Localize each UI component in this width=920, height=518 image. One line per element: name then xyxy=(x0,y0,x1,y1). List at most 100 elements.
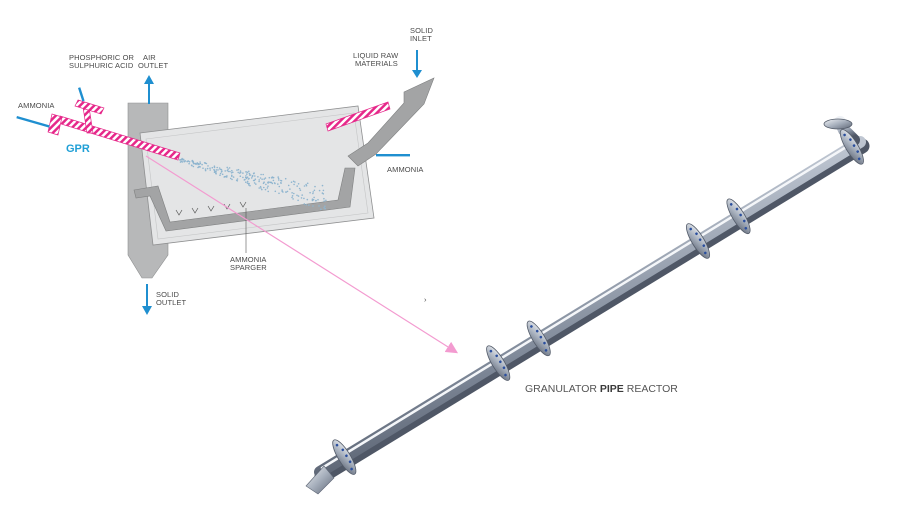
air-outlet-arrow xyxy=(144,75,154,104)
spray-dot xyxy=(239,175,242,177)
spray-dot xyxy=(264,177,267,179)
spray-dot xyxy=(296,194,298,197)
spray-dot xyxy=(284,177,287,180)
spray-dot xyxy=(313,189,316,192)
spray-dot xyxy=(235,179,238,182)
spray-dot xyxy=(191,160,194,162)
caption-part1: GRANULATOR xyxy=(525,383,600,395)
spray-dot xyxy=(187,160,190,162)
spray-dot xyxy=(223,176,225,178)
spray-dot xyxy=(249,184,251,187)
spray-dot xyxy=(243,179,246,181)
spray-dot xyxy=(245,175,247,177)
sparger-nozzles xyxy=(175,201,247,216)
spray-dot xyxy=(303,203,306,205)
pipe-reactor xyxy=(305,116,870,495)
spray-dot xyxy=(220,171,223,173)
spray-dot xyxy=(322,189,325,192)
spray-dot xyxy=(254,175,256,177)
pipe-flange xyxy=(839,129,864,165)
spray-dot xyxy=(261,188,263,191)
spray-dot xyxy=(253,179,256,182)
label-sparger-ammonia: AMMONIA xyxy=(230,255,267,264)
spray-dot xyxy=(192,165,195,168)
label-air: AIR xyxy=(143,53,156,62)
spray-dot xyxy=(258,179,261,181)
spray-dot xyxy=(213,166,216,169)
diagram-labels: PHOSPHORIC OR SULPHURIC ACID AIR OUTLET … xyxy=(18,26,433,307)
spray-dot xyxy=(251,175,254,178)
spray-dot xyxy=(258,187,261,189)
liquid-raw-pipe xyxy=(325,101,391,132)
spray-dot xyxy=(217,169,219,171)
spray-dot xyxy=(270,177,273,179)
spray-dot xyxy=(246,171,249,174)
spray-dot xyxy=(188,161,191,163)
spray-dot xyxy=(259,185,262,188)
spray-dot xyxy=(321,192,324,194)
solid-outlet-arrow xyxy=(142,284,152,315)
drum-inner xyxy=(145,112,369,240)
spray-dot xyxy=(229,177,232,180)
spray-dot xyxy=(236,169,238,171)
spray-dot xyxy=(312,191,315,193)
spray-dot xyxy=(286,190,289,193)
spray-dot xyxy=(248,177,250,180)
ammonia-right-arrow xyxy=(376,154,410,157)
spray-dot xyxy=(227,168,229,170)
spray-dot xyxy=(219,172,222,175)
spray-dot xyxy=(199,165,201,168)
spray-dot xyxy=(323,197,325,200)
spray-dot xyxy=(242,176,244,179)
spray-dot xyxy=(230,172,233,174)
spray-dot xyxy=(220,168,223,171)
spray-dot xyxy=(308,204,310,206)
spray-dot xyxy=(227,170,230,173)
spray-dot xyxy=(294,181,296,183)
spray-dot xyxy=(263,186,265,189)
gpr-ammonia-cap xyxy=(47,113,63,136)
spray-dot xyxy=(201,163,203,166)
spray-dot xyxy=(202,167,204,169)
spray-dot xyxy=(199,161,201,163)
spray-dot xyxy=(285,191,287,193)
spray-dot xyxy=(312,205,314,207)
spray-dot xyxy=(221,173,224,176)
spray-dot xyxy=(263,178,266,180)
spray-dot xyxy=(269,181,271,183)
pipe-flanges xyxy=(332,118,864,475)
spray-dot xyxy=(258,180,260,183)
spray-dot xyxy=(246,180,249,183)
spray-dot xyxy=(278,185,281,188)
spray-dot xyxy=(280,182,282,184)
label-materials: MATERIALS xyxy=(355,59,398,68)
spray-dot xyxy=(306,182,309,185)
spray-dot xyxy=(231,175,233,177)
spray-dot xyxy=(225,176,228,178)
spray-dot xyxy=(303,185,306,187)
gpr-feed-pipe xyxy=(47,99,391,161)
spray-dot xyxy=(219,168,221,171)
spray-dot xyxy=(293,192,295,195)
acid-arrow xyxy=(78,87,85,102)
spray-dot xyxy=(311,199,314,202)
spray-dot xyxy=(259,177,262,179)
spray-dot xyxy=(179,159,181,161)
spray-dot xyxy=(245,181,247,183)
spray-dot xyxy=(311,198,314,200)
spray-dot xyxy=(299,189,302,191)
spray-dot xyxy=(305,183,307,186)
spray-dot xyxy=(305,204,308,206)
spray-dot xyxy=(248,182,250,185)
spray-dot xyxy=(318,189,321,192)
spray-dot xyxy=(250,177,253,179)
spray-dot xyxy=(209,167,211,169)
spray-dot xyxy=(246,173,248,175)
spray-dot xyxy=(272,179,275,182)
spray-dot xyxy=(181,157,183,160)
spray-dot xyxy=(257,176,259,178)
spray-dot xyxy=(236,178,239,180)
spray-dot xyxy=(278,179,280,181)
spray-dot xyxy=(280,180,283,182)
ammonia-spray xyxy=(179,157,327,210)
